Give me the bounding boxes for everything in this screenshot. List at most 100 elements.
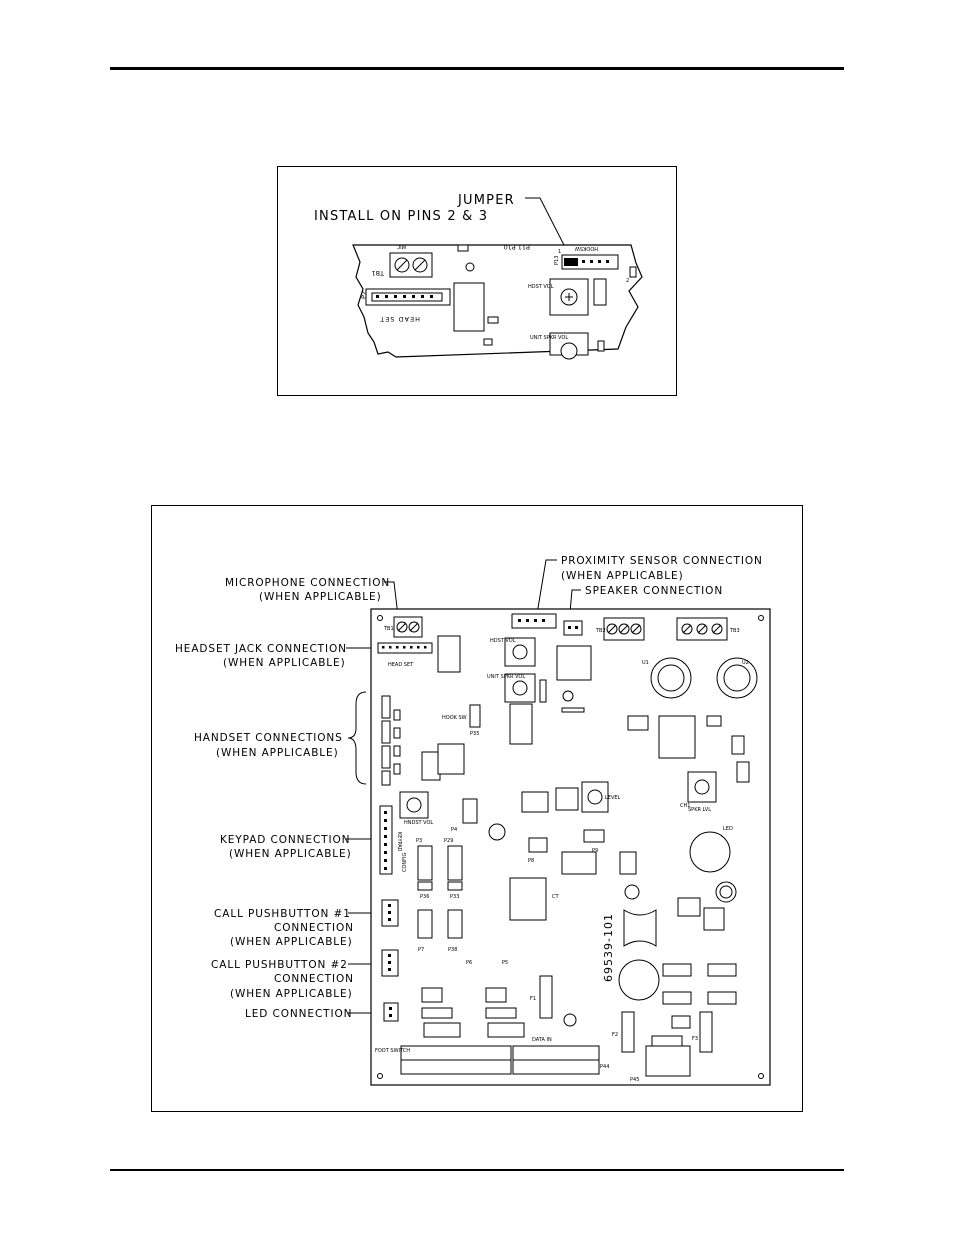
tb3-label: TB3 <box>729 628 740 634</box>
p9-label: P9 <box>592 848 598 854</box>
spkr-lvl-label: SPKR LVL <box>688 807 711 813</box>
hdst-vol-pot <box>504 637 536 667</box>
p44-label: P44 <box>600 1064 609 1070</box>
call2-callout-line1: CALL PUSHBUTTON #2 <box>211 959 348 971</box>
mic-label: MIC <box>396 243 406 249</box>
main-ic <box>556 645 592 681</box>
p7-label: P7 <box>418 947 424 953</box>
jumper-detail-figure: JUMPER INSTALL ON PINS 2 & 3 TB1 MIC P2 … <box>277 166 677 396</box>
handset-vol-label: HNDST VOL <box>404 820 433 826</box>
led-callout: LED CONNECTION <box>245 1008 352 1020</box>
ct-transformer <box>509 877 547 921</box>
microphone-callout-line2: (WHEN APPLICABLE) <box>259 591 382 603</box>
fuse-f2 <box>621 1011 635 1053</box>
f3-label: F3 <box>692 1036 698 1042</box>
jumper-label: JUMPER <box>457 193 515 208</box>
led-label: LED <box>723 826 733 832</box>
jumper-shunt <box>564 258 578 266</box>
p38-label: P38 <box>448 947 457 953</box>
bottom-rule <box>110 1169 844 1171</box>
head-set-label: HEAD SET <box>388 662 414 668</box>
p35-label: P35 <box>470 731 479 737</box>
p29-label: P29 <box>444 838 453 844</box>
jumper-detail-drawing: JUMPER INSTALL ON PINS 2 & 3 TB1 MIC P2 … <box>314 193 643 360</box>
p4-connector <box>462 798 478 824</box>
top-rule <box>110 67 844 70</box>
head-set-label: HEAD SET <box>379 315 420 323</box>
speaker-callout: SPEAKER CONNECTION <box>585 585 723 597</box>
microphone-callout-line1: MICROPHONE CONNECTION <box>225 577 390 589</box>
call2-callout-line2: CONNECTION <box>274 973 354 985</box>
handset-connectors <box>381 695 401 786</box>
speaker-connector <box>563 620 583 636</box>
p36-label: P36 <box>420 894 429 900</box>
led-connector <box>383 1002 399 1022</box>
u2-label: U2 <box>742 660 749 666</box>
p33-label: P33 <box>450 894 459 900</box>
capacitor-large <box>689 831 731 873</box>
unit-spkr-vol-pot <box>504 673 536 703</box>
call2-callout-line3: (WHEN APPLICABLE) <box>230 988 353 1000</box>
headset-callout-line2: (WHEN APPLICABLE) <box>223 657 346 669</box>
f1-label: F1 <box>530 996 536 1002</box>
hdst-vol-label: HDST VOL <box>490 638 516 644</box>
proximity-callout-line2: (WHEN APPLICABLE) <box>561 570 684 582</box>
hdst-vol-potentiometer <box>549 278 589 316</box>
p11-p10-label: P11 P10 <box>504 243 530 251</box>
p13-pins <box>582 260 609 263</box>
p13-label: P13 <box>554 256 560 265</box>
config-label: CONFIG <box>402 852 408 872</box>
handset-callout-line1: HANDSET CONNECTIONS <box>194 732 343 744</box>
connector-locations-figure: PROXIMITY SENSOR CONNECTION (WHEN APPLIC… <box>151 505 803 1112</box>
proximity-callout-line1: PROXIMITY SENSOR CONNECTION <box>561 555 763 567</box>
install-pins-label: INSTALL ON PINS 2 & 3 <box>314 209 488 224</box>
p8-label: P8 <box>528 858 534 864</box>
pin-2-label: 2 <box>626 278 629 284</box>
fuse-f1 <box>539 975 553 1019</box>
unit-spkr-vol-label: UNIT SPKR VOL <box>530 335 568 341</box>
component-block <box>453 282 485 332</box>
p45-label: P45 <box>630 1077 639 1083</box>
level-label: LEVEL <box>605 795 621 801</box>
power-connector <box>645 1045 691 1077</box>
f2-label: F2 <box>612 1032 618 1038</box>
board-layout-drawing: PROXIMITY SENSOR CONNECTION (WHEN APPLIC… <box>175 555 771 1086</box>
keypad-callout-line2: (WHEN APPLICABLE) <box>229 848 352 860</box>
capacitor-c1 <box>618 959 660 1001</box>
tb2-label: TB2 <box>595 628 606 634</box>
keypad-callout-line1: KEYPAD CONNECTION <box>220 834 350 846</box>
hdst-vol-label: HDST VOL <box>528 284 554 290</box>
p5-label: P5 <box>502 960 508 966</box>
data-in-label: DATA IN <box>532 1037 552 1043</box>
inductor <box>623 909 657 947</box>
p8-connector <box>528 837 548 853</box>
u1-label: U1 <box>642 660 649 666</box>
proximity-leader <box>536 559 557 615</box>
unit-spkr-vol-label: UNIT SPKR VOL <box>487 674 525 680</box>
microphone-leader <box>384 581 399 617</box>
p6-label: P6 <box>466 960 472 966</box>
keypad-label: KEYPAD <box>396 832 402 852</box>
call1-callout-line2: CONNECTION <box>274 922 354 934</box>
p2-label: P2 <box>360 291 368 299</box>
fuse-f3 <box>699 1011 713 1053</box>
p2-pins <box>376 295 433 298</box>
jumper-leader-line <box>525 197 567 250</box>
handset-callout-line2: (WHEN APPLICABLE) <box>216 747 339 759</box>
foot-switch-label: FOOT SWITCH <box>375 1048 410 1054</box>
headset-callout-line1: HEADSET JACK CONNECTION <box>175 643 347 655</box>
spkr-lvl-pot <box>687 771 717 803</box>
keypad-connector <box>379 805 393 875</box>
hook-sw-label: HOOK SW <box>442 715 467 721</box>
p35-connector <box>469 704 481 728</box>
p29-config-jumper <box>447 845 463 881</box>
hookswitch-label: HOOKSW <box>575 245 598 251</box>
board-part-number: 69539-101 <box>602 913 615 982</box>
tb1-label: TB1 <box>371 269 385 277</box>
call1-callout-line1: CALL PUSHBUTTON #1 <box>214 908 351 920</box>
ch1-label: CH1 <box>680 803 690 809</box>
handset-vol-pot <box>399 791 429 819</box>
p3-config-jumper <box>417 845 433 881</box>
circuit-board: TB1 HEAD SET KEYPAD <box>370 608 771 1086</box>
ct-label: CT <box>552 894 559 900</box>
